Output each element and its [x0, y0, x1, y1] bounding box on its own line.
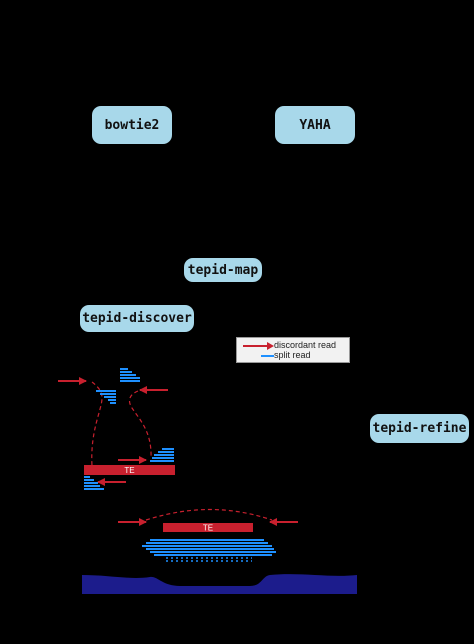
tepid-map-node: tepid-map [184, 258, 262, 282]
bowtie2-node: bowtie2 [92, 106, 172, 144]
coverage-track [82, 574, 357, 594]
te-label: TE [203, 524, 213, 533]
split-read-stack [96, 390, 116, 404]
legend-label: discordant read [274, 340, 337, 350]
read-pair-link [91, 381, 103, 467]
read-pair-link [128, 390, 152, 459]
legend: discordant read split read [236, 337, 350, 363]
discordant-arrow-icon [243, 342, 274, 350]
spanning-reads [166, 557, 252, 562]
tepid-discover-node: tepid-discover [80, 305, 194, 332]
split-read-stack [84, 476, 104, 490]
split-read-pileup [142, 539, 276, 556]
te-element [163, 523, 253, 532]
legend-item-discordant: discordant read [237, 340, 349, 352]
split-read-icon [261, 355, 274, 357]
te-element [84, 465, 175, 475]
legend-label: split read [274, 350, 311, 360]
read-pair-arc [145, 508, 273, 521]
split-read-stack [120, 368, 140, 382]
tepid-refine-node: tepid-refine [370, 414, 469, 443]
split-read-stack [150, 448, 174, 462]
discovery-panel: TE [58, 368, 175, 490]
te-label: TE [124, 466, 134, 475]
refine-panel: TE [82, 508, 357, 594]
yaha-node: YAHA [275, 106, 355, 144]
legend-item-split: split read [237, 350, 349, 362]
